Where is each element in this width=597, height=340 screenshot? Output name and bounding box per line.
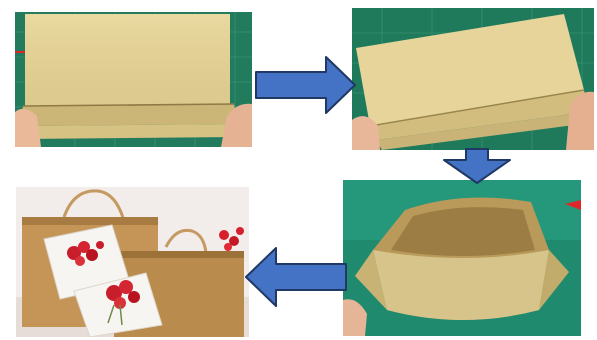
arrow-left-icon (244, 246, 348, 308)
arrow-down-icon (442, 148, 512, 184)
arrow-right-icon (254, 55, 358, 115)
step-4-photo (16, 187, 249, 337)
step-1-photo (15, 12, 252, 147)
step-2-photo (352, 8, 594, 150)
step-3-photo (343, 180, 581, 336)
